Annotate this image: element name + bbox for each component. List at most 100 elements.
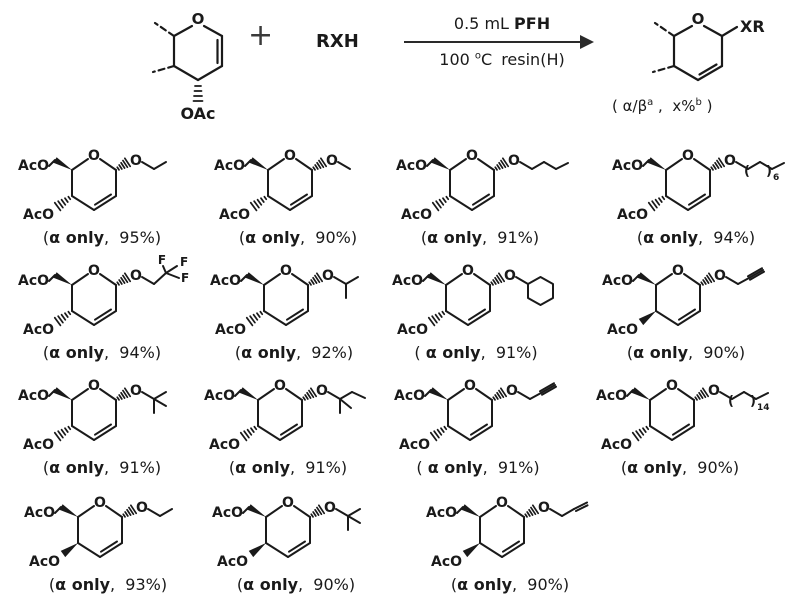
ring-oxygen-label: O — [192, 10, 205, 28]
ring-oxygen-label: O — [462, 263, 474, 279]
aco-label: AcO — [397, 322, 428, 337]
anomeric-oxygen-label: O — [724, 153, 736, 169]
nucleophile-label: RXH — [316, 31, 359, 52]
label-open: ( — [450, 575, 458, 594]
label-open: ( — [48, 575, 56, 594]
catalyst-label: resin(H) — [501, 50, 565, 69]
arrow-head-icon — [580, 35, 594, 49]
note-open-paren: ( — [612, 97, 623, 115]
anomeric-oxygen-label: O — [316, 383, 328, 399]
label-open: ( — [420, 228, 428, 247]
anomeric-oxygen-label: O — [324, 500, 336, 516]
alpha-beta-ratio-label: α/β — [622, 97, 648, 115]
product-label: (α only, 94%) — [2, 343, 202, 362]
aco-label: AcO — [612, 158, 643, 174]
aco-label: AcO — [426, 505, 457, 521]
stereo-label: α only — [235, 458, 291, 477]
fluorine-label: F — [180, 255, 188, 269]
label-open: ( — [636, 228, 644, 247]
aco-label: AcO — [399, 437, 430, 452]
aco-label: AcO — [617, 207, 648, 222]
aco-label: AcO — [23, 207, 54, 222]
yield-label: , 91%) — [482, 458, 540, 477]
aco-label: AcO — [394, 388, 425, 404]
anomeric-oxygen-label: O — [136, 500, 148, 516]
label-open: ( — [228, 458, 236, 477]
label-open: ( — [626, 343, 634, 362]
product-label: (α only, 90%) — [198, 228, 398, 247]
oac-label: OAc — [180, 104, 215, 123]
stereo-label: α only — [49, 458, 105, 477]
label-open: ( — [620, 458, 628, 477]
product-label: (α only, 90%) — [580, 458, 780, 477]
repeat-count-subscript: 6 — [773, 173, 779, 183]
aco-label: AcO — [392, 273, 423, 289]
aco-label: AcO — [18, 273, 49, 289]
aco-label: AcO — [29, 554, 60, 569]
yield-label: , 90%) — [512, 575, 570, 594]
ring-oxygen-label: O — [466, 148, 478, 164]
aco-label: AcO — [23, 322, 54, 337]
product-label: (α only, 90%) — [196, 575, 396, 594]
stereo-label: α only — [245, 228, 301, 247]
product-label: (α only, 92%) — [194, 343, 394, 362]
yield-annotation-note: ( α/βa , x%b ) — [612, 97, 712, 115]
product-label: ( α only, 91%) — [376, 343, 576, 362]
aco-label: AcO — [217, 554, 248, 569]
aco-label: AcO — [396, 158, 427, 174]
anomeric-oxygen-label: O — [714, 268, 726, 284]
label-open: ( — [236, 575, 244, 594]
anomeric-oxygen-label: O — [130, 153, 142, 169]
temperature-value: 100 — [439, 50, 475, 69]
conditions-above-arrow: 0.5 mL PFH — [402, 14, 602, 33]
product-label: (α only, 93%) — [8, 575, 208, 594]
ring-oxygen-label: O — [464, 378, 476, 394]
anomeric-oxygen-label: O — [322, 268, 334, 284]
yield-label: , 94%) — [104, 343, 162, 362]
aco-label: AcO — [219, 207, 250, 222]
xr-label: XR — [740, 17, 765, 36]
footnote-b: b — [695, 97, 702, 108]
degree-superscript: o — [474, 50, 482, 62]
product-label: (α only, 95%) — [2, 228, 202, 247]
stereo-label: α only — [643, 228, 699, 247]
product-template-structure: O XR — [651, 10, 765, 82]
product-label: ( α only, 91%) — [378, 458, 578, 477]
ring-oxygen-label: O — [94, 495, 106, 511]
label-open: ( — [238, 228, 246, 247]
product-label: (α only, 90%) — [586, 343, 786, 362]
ring-oxygen-label: O — [666, 378, 678, 394]
anomeric-oxygen-label: O — [708, 383, 720, 399]
anomeric-oxygen-label: O — [130, 383, 142, 399]
ring-oxygen-label: O — [274, 378, 286, 394]
yield-label: , 93%) — [110, 575, 168, 594]
aco-label: AcO — [601, 437, 632, 452]
yield-label: , 91%) — [290, 458, 348, 477]
yield-label: , 90%) — [298, 575, 356, 594]
ring-oxygen-label: O — [682, 148, 694, 164]
